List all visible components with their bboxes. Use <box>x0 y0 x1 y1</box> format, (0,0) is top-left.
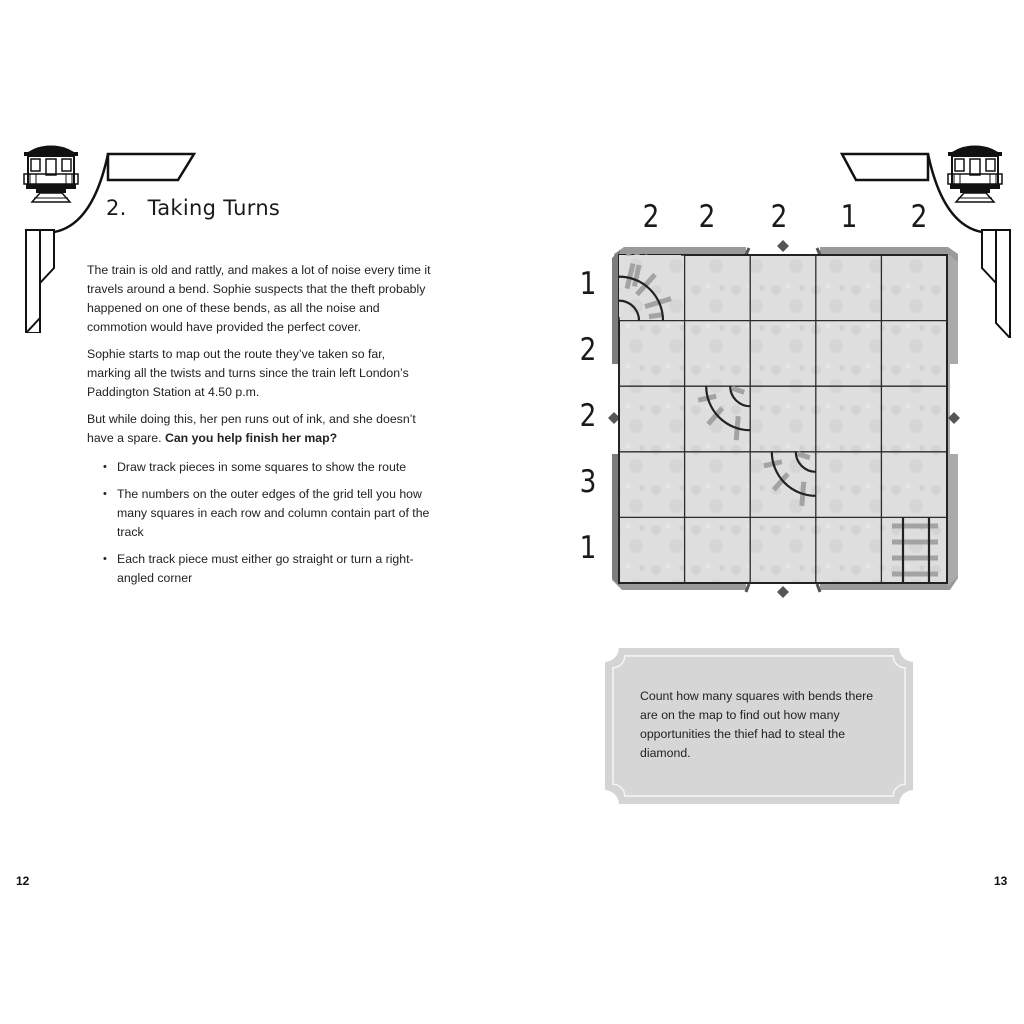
page-number-left: 12 <box>16 874 30 888</box>
marker-right <box>948 412 960 424</box>
column-clue: 1 <box>840 199 858 235</box>
row-clue: 1 <box>579 530 597 566</box>
paragraph-3: But while doing this, her pen runs out o… <box>87 412 416 445</box>
row-clue: 3 <box>579 464 597 500</box>
instruction-item: Draw track pieces in some squares to sho… <box>87 458 432 477</box>
column-clue: 2 <box>770 199 788 235</box>
instructions-list: Draw track pieces in some squares to sho… <box>87 458 432 588</box>
left-page: 2. Taking Turns The train is old and rat… <box>0 0 512 1024</box>
train-carriage-icon <box>947 144 1003 203</box>
story-text: The train is old and rattly, and makes a… <box>87 261 432 596</box>
chapter-number: 2. <box>106 196 127 220</box>
hint-box <box>604 648 914 804</box>
curve-track-piece <box>763 451 816 507</box>
right-banner-decoration <box>839 152 1011 338</box>
page-number-right: 13 <box>994 874 1008 888</box>
marker-left <box>608 412 620 424</box>
chapter-title: 2. Taking Turns <box>106 196 280 220</box>
left-banner-decoration <box>25 152 197 333</box>
instruction-item: The numbers on the outer edges of the gr… <box>87 485 432 542</box>
paragraph-1: The train is old and rattly, and makes a… <box>87 263 431 334</box>
row-clue: 2 <box>579 398 597 434</box>
right-page: 2 2 2 1 2 1 2 2 3 1 <box>512 0 1024 1024</box>
column-clue: 2 <box>642 199 660 235</box>
column-clue: 2 <box>698 199 716 235</box>
instruction-item: Each track piece must either go straight… <box>87 550 432 588</box>
entry-marker-top <box>777 240 789 252</box>
chapter-title-text: Taking Turns <box>147 196 281 220</box>
row-clue: 1 <box>579 266 597 302</box>
paragraph-2: Sophie starts to map out the route they’… <box>87 347 409 399</box>
train-carriage-icon <box>23 144 79 203</box>
column-clue: 2 <box>910 199 928 235</box>
hint-text: Count how many squares with bends there … <box>640 689 874 760</box>
row-clue: 2 <box>579 332 597 368</box>
track-pieces-layer <box>618 255 938 583</box>
question-prompt: Can you help finish her map? <box>164 431 338 445</box>
curve-track-piece <box>697 385 751 441</box>
straight-track-piece <box>892 517 938 583</box>
exit-marker-bottom <box>777 586 789 598</box>
curve-track-piece <box>618 255 684 321</box>
